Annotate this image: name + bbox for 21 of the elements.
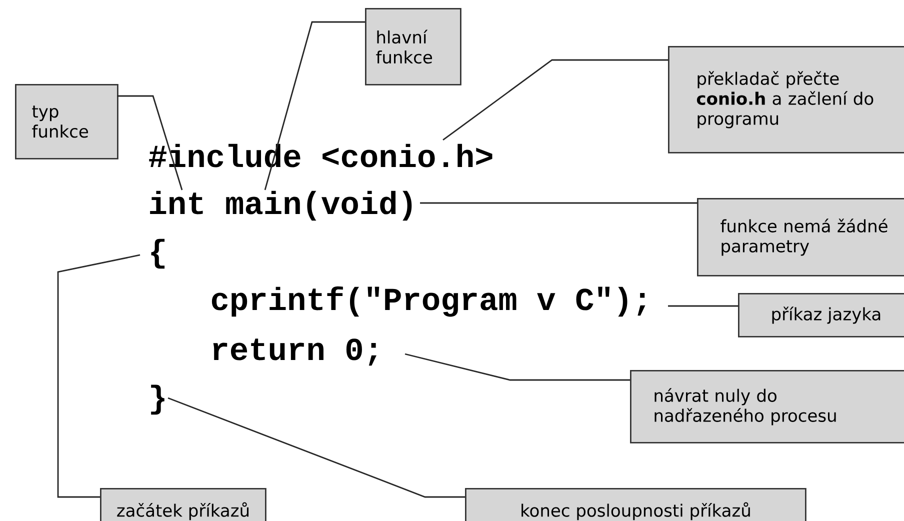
callout-box: příkaz jazyka xyxy=(738,293,904,338)
code-line: int main(void) xyxy=(150,190,412,221)
leader-line xyxy=(117,95,183,190)
code-line: return 0; xyxy=(213,338,376,366)
code-line: cprintf("Program v C"); xyxy=(212,286,646,317)
callout-box: konec posloupnosti příkazů xyxy=(465,488,806,521)
callout-box: typ funkce xyxy=(15,84,118,160)
callout-box: hlavní funkce xyxy=(365,8,462,86)
leader-line xyxy=(264,21,365,190)
leader-line xyxy=(420,202,697,204)
callout-box: začátek příkazů xyxy=(100,488,266,521)
code-line: } xyxy=(151,384,164,415)
leader-line xyxy=(668,305,738,307)
callout-box: překladač přečte conio.h a začlení do programu xyxy=(668,46,904,154)
callout-box: funkce nemá žádné parametry xyxy=(697,198,904,276)
leader-line xyxy=(442,59,668,141)
leader-line xyxy=(57,254,140,498)
leader-line xyxy=(168,397,465,498)
leader-line xyxy=(404,353,630,381)
callout-box: návrat nuly do nadřazeného procesu xyxy=(630,370,904,444)
code-line: { xyxy=(151,238,165,269)
